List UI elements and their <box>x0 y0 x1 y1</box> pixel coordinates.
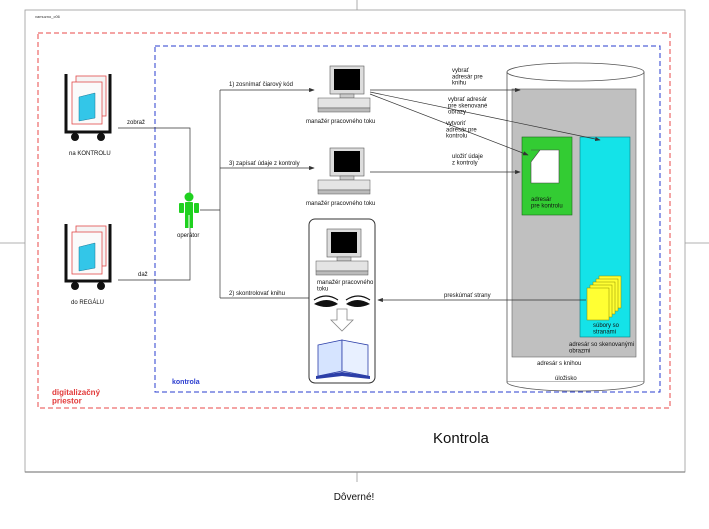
workstation-3 <box>315 228 369 276</box>
show-label: zobraž <box>127 120 145 126</box>
control-region-label: kontrola <box>172 379 200 386</box>
operator-figure <box>179 192 199 228</box>
eyes-icon <box>313 295 371 307</box>
workstation-3-frame <box>308 218 376 384</box>
give-connector <box>118 226 191 281</box>
storage-label: úložisko <box>555 376 577 382</box>
book-cart-bottom <box>64 224 112 290</box>
control-file-icon <box>530 149 560 184</box>
step1-label: 1) zosnímať čiarový kód <box>229 82 293 88</box>
open-book-icon <box>316 339 370 379</box>
book-cart-top <box>64 74 112 141</box>
cart-top-label: na KONTROLU <box>69 151 111 157</box>
digital-space-region <box>37 32 671 409</box>
step3-label: 3) zapísať údaje z kontroly <box>229 161 300 167</box>
workstation-2-label: manažér pracovného toku <box>306 201 375 207</box>
header-label: vamuzno_c06 <box>35 14 61 19</box>
footer-confidential: Dôverné! <box>334 492 375 503</box>
caption-title: Kontrola <box>433 430 490 447</box>
workstation-1-label: manažér pracovného toku <box>306 119 375 125</box>
give-label: daž <box>138 272 148 278</box>
workstation-2 <box>317 147 371 195</box>
show-connector <box>118 127 191 196</box>
operator-label: operátor <box>177 233 199 239</box>
flow-review-pages-label: preskúmať strany <box>444 293 491 299</box>
book-dir-label: adresár s knihou <box>537 361 581 367</box>
workstation-1 <box>317 65 371 113</box>
flow-create-control-dir <box>369 93 529 156</box>
page-files-icon <box>586 275 622 321</box>
down-arrow-icon <box>330 308 354 332</box>
control-region <box>154 45 661 393</box>
cart-bottom-label: do REGÁLU <box>71 299 104 306</box>
flow-select-scan-dir <box>369 91 601 142</box>
step2-label: 2) skontrolovať knihu <box>229 291 285 297</box>
